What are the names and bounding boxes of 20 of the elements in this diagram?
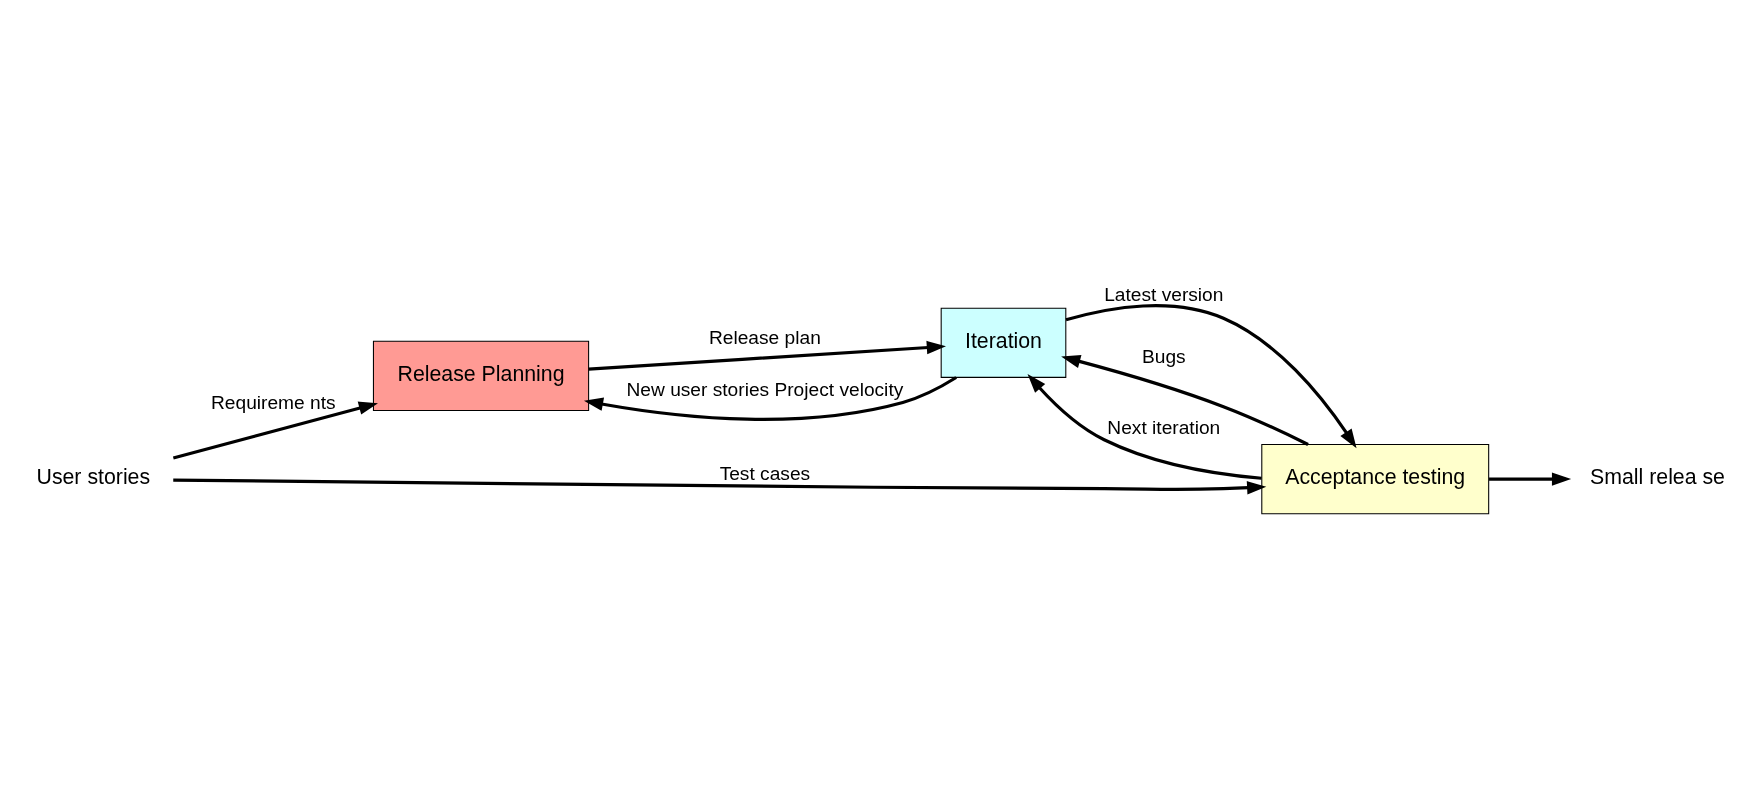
edge-label: Latest version [1104, 283, 1224, 305]
node-text: Small relea se [1590, 464, 1725, 489]
edge-label: Next iteration [1107, 416, 1221, 438]
arrow [1061, 354, 1309, 446]
arrow [583, 375, 958, 421]
edge-label: Requireme nts [211, 391, 336, 413]
arrow [172, 401, 378, 459]
arrow [1489, 471, 1572, 486]
edge-label: New user stories Project velocity [626, 378, 904, 400]
arrow [1065, 303, 1357, 448]
edge-label: Bugs [1141, 345, 1186, 367]
arrow [588, 340, 946, 371]
node-box: Acceptance testing [1261, 443, 1490, 514]
node-box: Release Planning [372, 340, 590, 411]
node-text: User stories [36, 464, 151, 489]
node-box: Iteration [940, 307, 1067, 378]
edge-label: Release plan [708, 326, 821, 348]
arrow [1027, 373, 1262, 480]
edge-label: Test cases [719, 462, 811, 484]
arrow [173, 478, 1267, 494]
